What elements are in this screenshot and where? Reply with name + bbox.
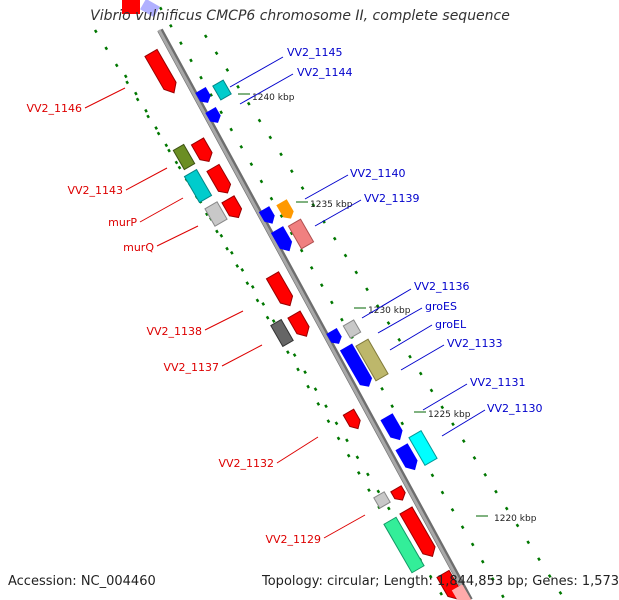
gene-block-murp <box>204 201 228 227</box>
gene-block-vv2-1129 <box>383 516 425 574</box>
leader-line <box>204 310 244 331</box>
gene-arrow <box>399 506 436 557</box>
gene-arrow-vv2-1132 <box>342 408 361 430</box>
leader-line <box>389 324 433 351</box>
gene-arrow-murq <box>221 195 243 219</box>
gene-arrow <box>206 163 232 194</box>
gene-arrow-vv2-1136 <box>326 327 342 344</box>
gene-block-vv2-1143 <box>183 168 213 204</box>
gene-block <box>122 0 140 14</box>
left-leader-lines <box>84 87 366 539</box>
gene-label-vv2-1144[interactable]: VV2_1144 <box>297 66 353 79</box>
gene-block <box>140 0 160 18</box>
gene-label-groes[interactable]: groES <box>425 300 457 313</box>
gene-label-vv2-1133[interactable]: VV2_1133 <box>447 337 503 350</box>
gene-label-vv2-1130[interactable]: VV2_1130 <box>487 402 543 415</box>
gene-arrow-vv2-1146 <box>144 48 177 94</box>
tick-label: 1235 kbp <box>310 200 353 210</box>
leader-line <box>323 514 366 539</box>
leader-line <box>377 307 423 334</box>
leader-line <box>229 56 284 88</box>
gene-arrow <box>287 310 310 337</box>
genome-map-canvas: 1240 kbp 1235 kbp 1230 kbp 1225 kbp 1220… <box>26 0 567 600</box>
gene-label-vv2-1143[interactable]: VV2_1143 <box>67 184 123 197</box>
gene-arrow <box>258 206 275 224</box>
leader-line <box>139 197 184 223</box>
gene-arrow <box>395 443 418 471</box>
gene-arrow <box>390 485 406 501</box>
leader-line <box>221 344 263 367</box>
gene-arrow-vv2-1138 <box>265 271 294 307</box>
tick-label: 1225 kbp <box>428 410 471 420</box>
backbone-line <box>157 29 471 600</box>
leader-line <box>400 344 445 371</box>
gene-label-vv2-1138[interactable]: VV2_1138 <box>146 325 202 338</box>
right-leader-lines <box>229 56 486 437</box>
gene-block-vv2-1144 <box>212 79 232 101</box>
leader-line <box>314 199 362 227</box>
gene-block <box>287 218 315 250</box>
leader-line <box>422 383 468 411</box>
gene-block-vv2-1133 <box>355 338 389 382</box>
leader-line <box>441 409 486 437</box>
gene-block-vv2-1140 <box>276 199 294 219</box>
gene-label-vv2-1146[interactable]: VV2_1146 <box>26 102 82 115</box>
gene-arrow-groel <box>339 343 373 387</box>
gene-block-vv2-1137 <box>270 318 294 348</box>
genome-map: 1240 kbp 1235 kbp 1230 kbp 1225 kbp 1220… <box>8 0 619 600</box>
accession-label: Accession: NC_004460 <box>8 574 156 589</box>
leader-line <box>361 288 412 319</box>
gene-arrow-vv2-1139 <box>270 226 293 252</box>
gene-label-vv2-1137[interactable]: VV2_1137 <box>163 361 219 374</box>
gene-block-vv2-1130 <box>408 429 438 467</box>
gene-arrow-vv2-1131 <box>380 413 403 441</box>
gene-label-groel[interactable]: groEL <box>435 318 467 331</box>
gene-block-olive <box>172 143 196 171</box>
gene-label-vv2-1139[interactable]: VV2_1139 <box>364 192 420 205</box>
dotted-tracks <box>93 0 567 600</box>
tick-label: 1240 kbp <box>252 93 295 103</box>
gene-arrow <box>190 137 213 162</box>
gene-block <box>373 491 391 509</box>
gene-label-murp[interactable]: murP <box>108 216 137 229</box>
gene-label-vv2-1140[interactable]: VV2_1140 <box>350 167 406 180</box>
gene-label-vv2-1129[interactable]: VV2_1129 <box>265 533 321 546</box>
gene-label-vv2-1136[interactable]: VV2_1136 <box>414 280 470 293</box>
gene-label-murq[interactable]: murQ <box>123 241 154 254</box>
tick-label: 1220 kbp <box>494 514 537 524</box>
gene-label-vv2-1145[interactable]: VV2_1145 <box>287 46 343 59</box>
chromosome-backbone <box>157 28 473 600</box>
gene-arrow <box>205 106 221 123</box>
map-title: Vibrio vulnificus CMCP6 chromosome II, c… <box>90 8 510 24</box>
tick-label: 1230 kbp <box>368 306 411 316</box>
gene-features <box>122 0 473 600</box>
topology-label: Topology: circular; Length: 1,844,853 bp… <box>262 574 619 589</box>
outer-track-left <box>123 74 412 561</box>
leader-line <box>239 73 294 105</box>
gene-block <box>451 584 473 600</box>
leader-line <box>156 225 199 247</box>
leader-line <box>125 167 168 191</box>
gene-label-vv2-1131[interactable]: VV2_1131 <box>470 376 526 389</box>
gene-arrow-vv2-1145 <box>195 86 211 103</box>
leader-line <box>304 174 349 200</box>
leader-line <box>84 87 126 109</box>
leader-line <box>276 436 319 464</box>
gene-block-groes <box>342 319 362 339</box>
gene-label-vv2-1132[interactable]: VV2_1132 <box>218 457 274 470</box>
